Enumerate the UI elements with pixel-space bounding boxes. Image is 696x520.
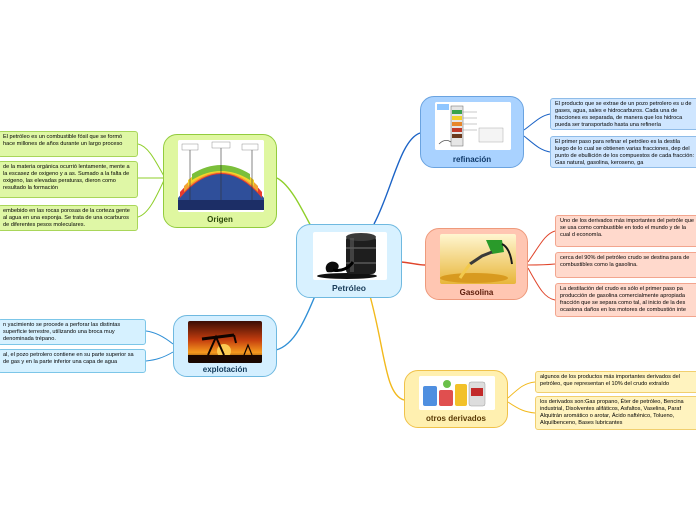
- topic-refinacion-label: refinación: [452, 155, 492, 164]
- refinacion-note-1[interactable]: El producto que se extrae de un pozo pet…: [550, 98, 696, 130]
- link-explotacion-note-1: [145, 330, 174, 345]
- oil-pump-sunset-photo: [188, 321, 262, 363]
- topic-origen-label: Origen: [207, 215, 233, 224]
- topic-gasolina[interactable]: Gasolina: [425, 228, 528, 300]
- gasolina-note-1-text: Uno de los derivados más importantes del…: [560, 218, 695, 238]
- origen-note-2[interactable]: de la materia orgánica ocurrió lentament…: [0, 161, 138, 198]
- gasolina-note-2-text: cerca del 90% del petróleo crudo se dest…: [560, 255, 690, 268]
- origen-note-3-text: embebido en las rocas porosas de la cort…: [3, 208, 130, 228]
- otros-note-1[interactable]: algunos de los productos más importantes…: [535, 371, 696, 393]
- topic-explotacion[interactable]: explotación: [173, 315, 277, 377]
- link-refinacion-note-2: [523, 135, 551, 153]
- topic-explotacion-label: explotación: [202, 365, 248, 374]
- explotacion-note-1-text: n yacimiento se procede a perforar las d…: [3, 322, 121, 342]
- origen-note-3[interactable]: embebido en las rocas porosas de la cort…: [0, 205, 138, 231]
- topic-otros-derivados-label: otros derivados: [425, 414, 486, 423]
- link-origen-note-1: [137, 143, 166, 179]
- refinacion-note-2-text: El primer paso para refinar el petróleo …: [555, 139, 694, 166]
- origen-note-1[interactable]: El petróleo es un combustible fósil que …: [0, 131, 138, 157]
- link-gasolina-note-1: [527, 230, 556, 263]
- topic-refinacion[interactable]: refinación: [420, 96, 524, 168]
- link-center-refinacion: [373, 132, 421, 225]
- topic-otros-derivados[interactable]: otros derivados: [404, 370, 508, 428]
- link-origen-note-3: [137, 177, 166, 218]
- gasolina-note-3[interactable]: La destilación del crudo es sólo el prim…: [555, 283, 696, 317]
- oil-barrel-icon: [313, 232, 387, 280]
- chemical-containers-icon: [419, 376, 495, 410]
- link-otros-note-2: [507, 401, 536, 414]
- central-topic-petroleo[interactable]: Petróleo: [296, 224, 402, 298]
- topic-origen[interactable]: Origen: [163, 134, 277, 228]
- link-gasolina-note-2: [527, 263, 556, 266]
- link-explotacion-note-2: [145, 351, 174, 362]
- link-refinacion-note-1: [523, 113, 551, 131]
- fuel-nozzle-icon: [440, 234, 516, 284]
- link-otros-note-1: [507, 381, 536, 399]
- explotacion-note-2[interactable]: al, el pozo petrolero contiene en su par…: [0, 349, 146, 373]
- central-topic-label: Petróleo: [331, 283, 366, 293]
- gasolina-note-2[interactable]: cerca del 90% del petróleo crudo se dest…: [555, 252, 696, 278]
- refinacion-note-2[interactable]: El primer paso para refinar el petróleo …: [550, 136, 696, 168]
- explotacion-note-2-text: al, el pozo petrolero contiene en su par…: [3, 352, 134, 365]
- link-gasolina-note-3: [527, 267, 556, 301]
- otros-note-2[interactable]: los derivados son:Gas propano, Éter de p…: [535, 396, 696, 430]
- topic-gasolina-label: Gasolina: [459, 288, 494, 297]
- link-center-gasolina: [400, 261, 426, 266]
- origen-note-2-text: de la materia orgánica ocurrió lentament…: [3, 164, 130, 191]
- refinery-column-diagram: [435, 102, 511, 150]
- explotacion-note-1[interactable]: n yacimiento se procede a perforar las d…: [0, 319, 146, 345]
- refinacion-note-1-text: El producto que se extrae de un pozo pet…: [555, 101, 692, 128]
- origen-note-1-text: El petróleo es un combustible fósil que …: [3, 134, 123, 147]
- gasolina-note-3-text: La destilación del crudo es sólo el prim…: [560, 286, 686, 313]
- otros-note-1-text: algunos de los productos más importantes…: [540, 374, 680, 387]
- geological-strata-illustration: [178, 140, 264, 212]
- gasolina-note-1[interactable]: Uno de los derivados más importantes del…: [555, 215, 696, 247]
- otros-note-2-text: los derivados son:Gas propano, Éter de p…: [540, 399, 684, 426]
- link-center-otros: [369, 295, 405, 401]
